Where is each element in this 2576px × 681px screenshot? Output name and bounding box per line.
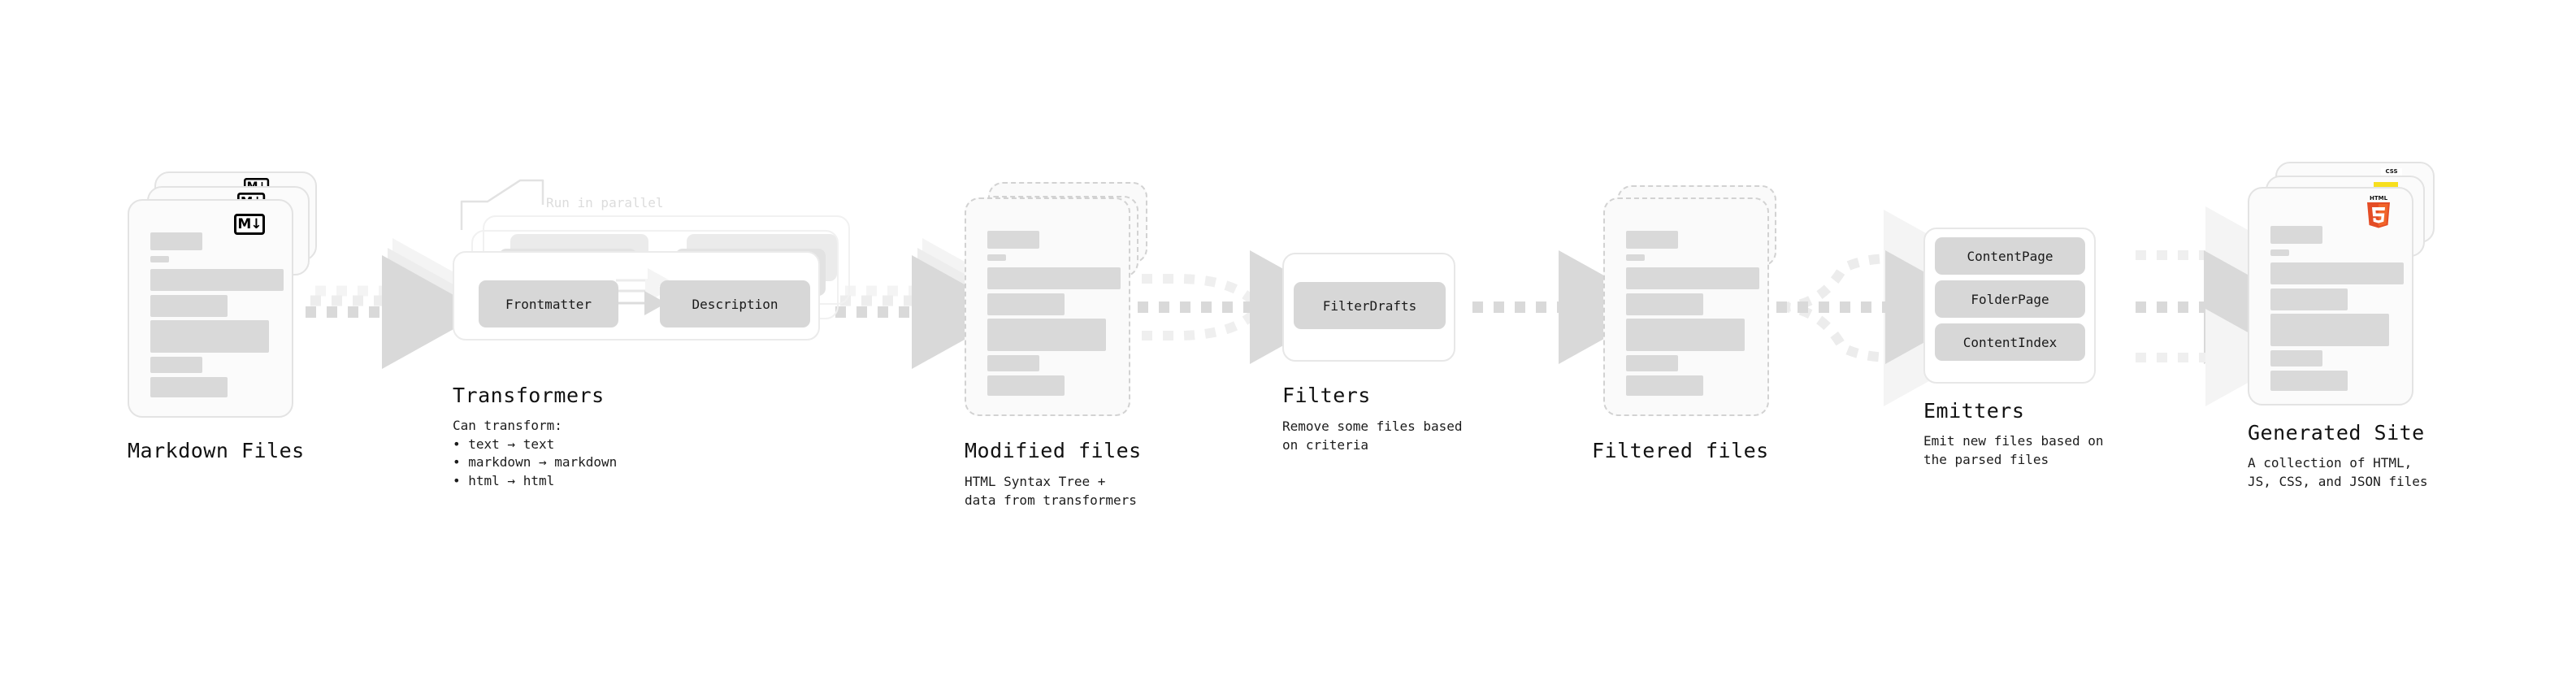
transformer-chip-description[interactable]: Description — [660, 280, 810, 327]
skeleton-bar — [2270, 262, 2404, 284]
skeleton-bar — [150, 357, 202, 373]
modified-card-front — [965, 197, 1130, 416]
skeleton-bar — [987, 267, 1121, 289]
skeleton-bar — [987, 254, 1006, 261]
markdown-card-front — [128, 199, 293, 418]
skeleton-bar — [2270, 350, 2322, 367]
stage-title-modified-files: Modified files — [965, 439, 1142, 462]
skeleton-bar — [150, 377, 228, 397]
skeleton-bar — [1626, 355, 1678, 371]
skeleton-bar — [1626, 254, 1645, 261]
stage-desc-generated-site: A collection of HTML, JS, CSS, and JSON … — [2248, 455, 2428, 489]
skeleton-bar — [2270, 288, 2348, 310]
arrow-emitters-to-site — [2136, 206, 2306, 406]
skeleton-bar — [150, 320, 269, 353]
skeleton-bar — [1626, 293, 1703, 315]
arrow-filtered-to-emitters — [1776, 210, 1988, 406]
skeleton-bar — [150, 269, 284, 291]
svg-text:HTML: HTML — [2370, 195, 2388, 202]
skeleton-bar — [150, 295, 228, 317]
stage-title-emitters: Emitters — [1923, 399, 2025, 423]
emitters-chip-contentpage[interactable]: ContentPage — [1935, 237, 2085, 275]
skeleton-bar — [150, 232, 202, 250]
skeleton-bar — [2270, 226, 2322, 244]
stage-title-markdown-files: Markdown Files — [128, 439, 305, 462]
emitters-chip-contentindex[interactable]: ContentIndex — [1935, 323, 2085, 361]
skeleton-bar — [1626, 231, 1678, 249]
skeleton-bar — [987, 355, 1039, 371]
skeleton-bar — [1626, 319, 1745, 351]
html5-icon: HTML — [2365, 193, 2392, 228]
skeleton-bar — [2270, 314, 2389, 346]
stage-title-filters: Filters — [1282, 384, 1371, 407]
stage-title-filtered-files: Filtered files — [1592, 439, 1769, 462]
stage-desc-modified-files: HTML Syntax Tree + data from transformer… — [965, 474, 1137, 508]
filters-chip-filterdrafts[interactable]: FilterDrafts — [1294, 282, 1446, 329]
skeleton-bar — [987, 293, 1065, 315]
stage-desc-transformers: Can transform: • text → text • markdown … — [453, 418, 618, 489]
transformer-chip-frontmatter[interactable]: Frontmatter — [479, 280, 618, 327]
skeleton-bar — [987, 375, 1065, 396]
stage-title-generated-site: Generated Site — [2248, 421, 2425, 445]
skeleton-bar — [1626, 375, 1703, 396]
skeleton-bar — [2270, 249, 2289, 256]
markdown-icon: M↓ — [234, 214, 265, 235]
arrow-transformers-to-modified — [835, 238, 1017, 369]
skeleton-bar — [987, 319, 1106, 351]
emitters-chip-folderpage[interactable]: FolderPage — [1935, 280, 2085, 318]
skeleton-bar — [150, 256, 169, 262]
skeleton-bar — [2270, 371, 2348, 391]
stage-desc-emitters: Emit new files based on the parsed files — [1923, 433, 2104, 467]
skeleton-bar — [1626, 267, 1759, 289]
filtered-card-front — [1603, 197, 1769, 416]
run-in-parallel-note: Run in parallel — [546, 195, 664, 210]
arrow-markdown-to-transformers — [306, 238, 488, 369]
stage-desc-filters: Remove some files based on criteria — [1282, 419, 1463, 453]
arrow-modified-to-filters — [1138, 250, 1352, 364]
stage-title-transformers: Transformers — [453, 384, 605, 407]
skeleton-bar — [987, 231, 1039, 249]
